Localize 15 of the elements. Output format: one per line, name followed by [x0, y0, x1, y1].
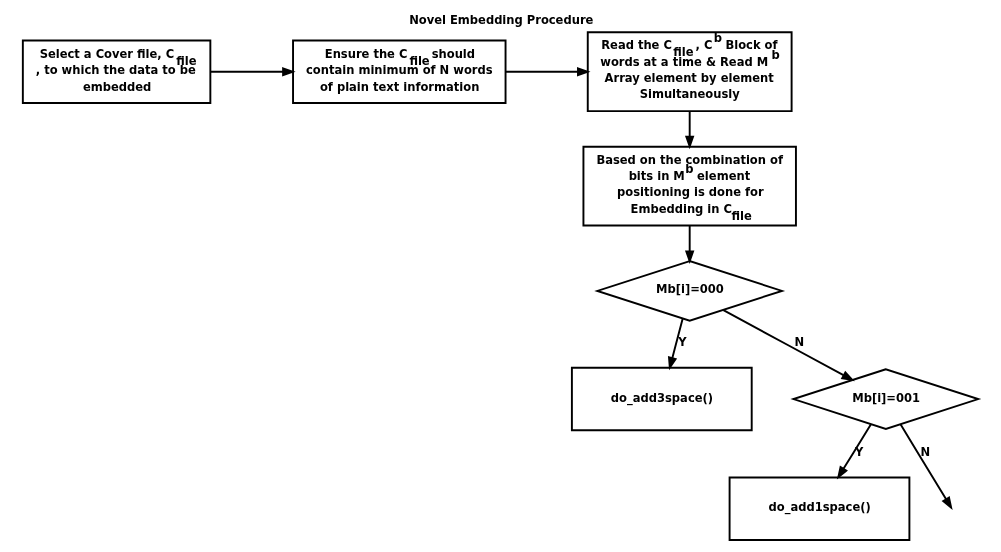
arrow	[684, 110, 695, 150]
arrow	[684, 224, 695, 264]
edge-label: N	[920, 444, 931, 459]
diagram-title: Novel Embedding Procedure	[409, 13, 594, 28]
node-box: do_add3space()	[570, 366, 753, 432]
edge-label: N	[794, 335, 805, 350]
edge-label: Y	[678, 335, 687, 350]
arrow	[504, 66, 591, 77]
arrow	[836, 423, 872, 480]
arrow	[667, 317, 684, 371]
node-diamond: Mb[i]=000	[594, 260, 786, 322]
arrow	[722, 309, 855, 382]
node-box: do_add1space()	[728, 476, 911, 541]
arrow	[899, 423, 953, 511]
arrow	[209, 66, 296, 77]
